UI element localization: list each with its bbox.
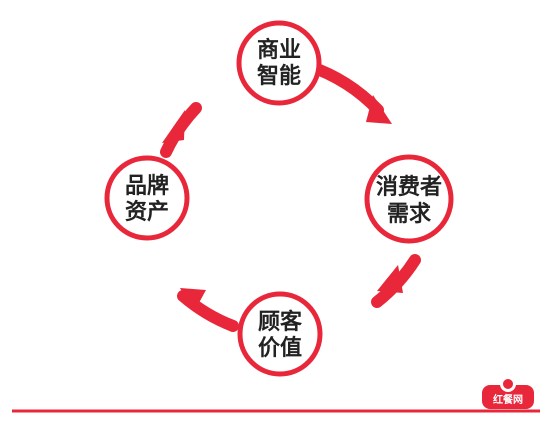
- node-customer-value: 顾客 价值: [237, 291, 323, 377]
- ring-segment-bottom-left: [177, 290, 239, 332]
- node-label-line2: 资产: [125, 200, 169, 225]
- node-label-line1: 品牌: [125, 173, 169, 199]
- arrowhead-right-bottom: [377, 265, 403, 293]
- arrowhead-top-right: [366, 95, 392, 124]
- node-brand-assets: 品牌 资产: [104, 155, 190, 241]
- arrowhead-left-top: [162, 110, 185, 143]
- watermark-text: 红餐网: [493, 393, 523, 406]
- cycle-arrows: [162, 95, 403, 312]
- node-label-line2: 智能: [257, 63, 301, 89]
- node-label-line1: 消费者: [376, 175, 442, 200]
- node-label-line2: 需求: [387, 202, 431, 227]
- node-label-line1: 商业: [257, 37, 301, 63]
- node-business-intelligence: 商业 智能: [236, 20, 322, 106]
- arrowhead-bottom-left: [180, 288, 206, 312]
- watermark: 红餐网: [482, 376, 534, 409]
- node-label-line1: 顾客: [258, 309, 303, 335]
- logo-icon: [500, 376, 516, 392]
- node-consumer-demand: 消费者 需求: [364, 154, 454, 244]
- node-label-line2: 价值: [258, 335, 302, 361]
